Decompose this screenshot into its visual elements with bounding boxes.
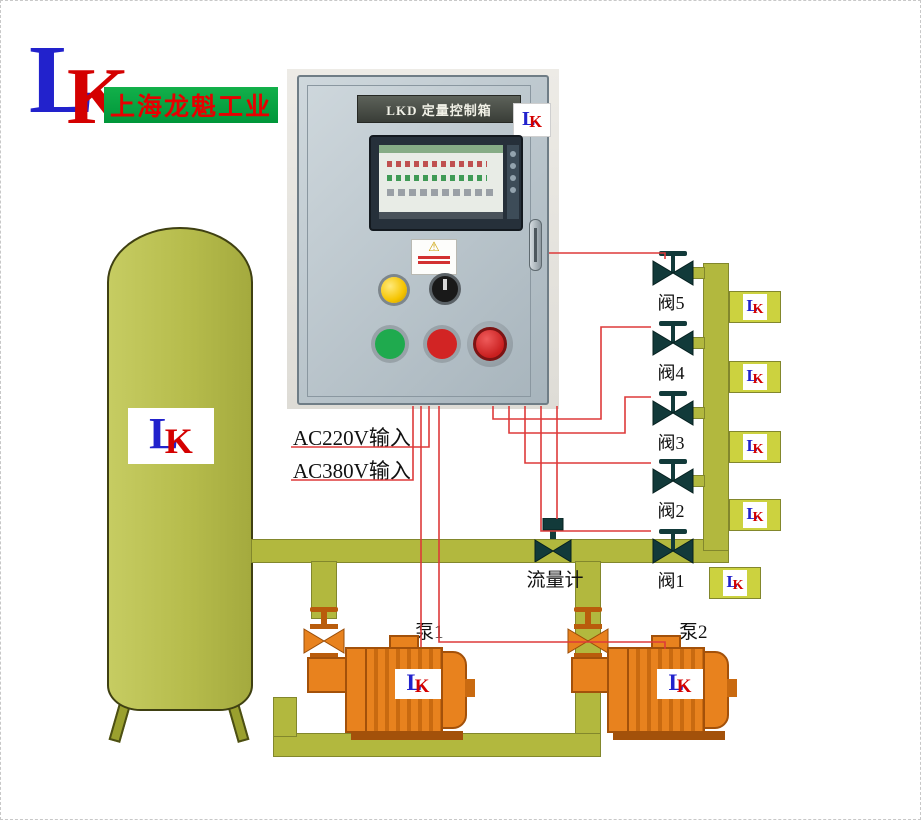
control-cabinet-photo: LKD 定量控制箱 LK ⚠ — [287, 69, 559, 409]
logo-letter-k: K — [752, 442, 764, 457]
valve3-outlet-box: LK — [729, 431, 781, 463]
hmi-screen[interactable] — [379, 145, 503, 219]
logo-letter-k: K — [752, 302, 764, 317]
logo-letter-l: L — [406, 669, 422, 695]
emergency-stop-button[interactable] — [473, 327, 507, 361]
cabinet-body: LKD 定量控制箱 LK ⚠ — [297, 75, 551, 405]
tank-logo: LK — [128, 408, 214, 464]
logo-letter-l: L — [746, 504, 758, 524]
valve4-icon — [651, 317, 695, 357]
logo-letter-k: K — [529, 112, 542, 132]
logo-letter-k: K — [732, 578, 744, 593]
pump1-base — [351, 731, 463, 740]
pump1-rear-cap — [441, 651, 467, 729]
logo-letter-l: L — [746, 366, 758, 386]
pump1-logo: LK — [395, 669, 441, 699]
logo-letter-l: L — [149, 409, 179, 459]
pump1-shaft — [465, 679, 475, 697]
logo-letter-l: L — [746, 436, 758, 456]
start-button-green[interactable] — [375, 329, 405, 359]
valve5-label: 阀5 — [657, 293, 685, 313]
pilot-light-yellow — [381, 277, 407, 303]
logo-letter-k: K — [752, 372, 764, 387]
pump2-front-cap — [607, 647, 629, 733]
company-banner: 上海龙魁工业 — [104, 87, 278, 123]
pump2-inlet-flange — [571, 657, 611, 693]
door-handle[interactable] — [529, 219, 542, 271]
valve1-label: 阀1 — [657, 571, 685, 591]
ac380-label: AC380V输入 — [293, 459, 411, 483]
pump2-shaft — [727, 679, 737, 697]
logo-letter-k: K — [164, 421, 193, 462]
logo-letter-l: L — [29, 26, 95, 134]
valve5-icon — [651, 247, 695, 287]
logo-letter-l: L — [668, 669, 684, 695]
logo-letter-k: K — [676, 676, 692, 698]
logo-letter-l: L — [522, 108, 536, 131]
valve1-outlet-box: LK — [709, 567, 761, 599]
pump-1: LK — [345, 635, 477, 740]
stop-button-red[interactable] — [427, 329, 457, 359]
logo-letter-l: L — [726, 572, 738, 592]
pump2-inlet-valve-icon — [564, 607, 612, 659]
logo-letter-k: K — [752, 510, 764, 525]
valve2-icon — [651, 455, 695, 495]
pipe-bottom-elbow — [273, 697, 297, 737]
pump1-inlet-flange — [307, 657, 349, 693]
valve3-icon — [651, 387, 695, 427]
hmi-button-strip[interactable] — [507, 145, 519, 219]
valve1-icon — [651, 525, 695, 565]
logo-letter-k: K — [414, 676, 430, 698]
cabinet-title-plate: LKD 定量控制箱 — [357, 95, 521, 123]
warning-icon: ⚠ — [428, 239, 440, 254]
pump2-label: 泵2 — [679, 622, 708, 643]
selector-knob[interactable] — [429, 273, 461, 305]
pump2-base — [613, 731, 725, 740]
cabinet-logo: LK — [513, 103, 551, 137]
warning-sticker: ⚠ — [411, 239, 457, 275]
flow-meter-label: 流量计 — [526, 570, 584, 591]
valve5-outlet-box: LK — [729, 291, 781, 323]
valve2-outlet-box: LK — [729, 499, 781, 531]
pump2-logo: LK — [657, 669, 703, 699]
pump1-label: 泵1 — [415, 622, 444, 643]
pipe-vertical-distribution — [703, 263, 729, 551]
valve2-label: 阀2 — [657, 501, 685, 521]
pump2-rear-cap — [703, 651, 729, 729]
pump1-inlet-valve-icon — [300, 607, 348, 659]
storage-tank — [107, 227, 253, 711]
ac220-label: AC220V输入 — [293, 426, 411, 450]
hmi-panel — [369, 135, 523, 231]
pump-2: LK — [607, 635, 739, 740]
flow-meter-icon — [533, 518, 573, 562]
logo-letter-l: L — [746, 296, 758, 316]
valve4-label: 阀4 — [657, 363, 685, 383]
valve3-label: 阀3 — [657, 433, 685, 453]
valve4-outlet-box: LK — [729, 361, 781, 393]
pump1-front-cap — [345, 647, 367, 733]
